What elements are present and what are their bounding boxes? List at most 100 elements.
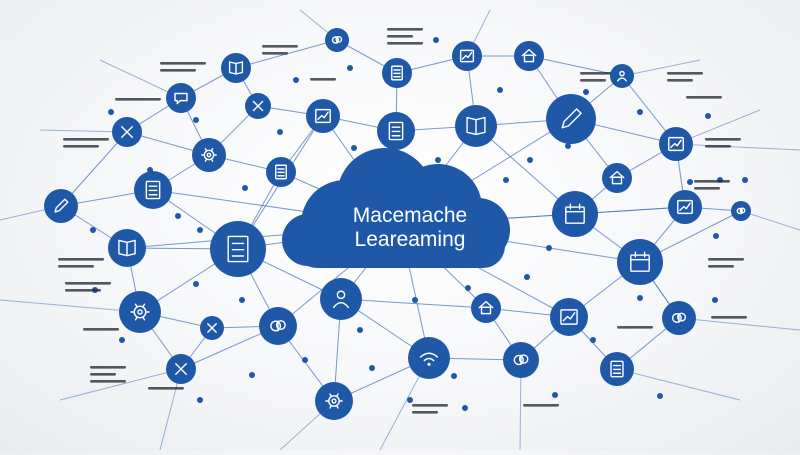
peripheral-edge	[616, 368, 741, 401]
network-dot	[175, 213, 181, 219]
network-node	[266, 157, 296, 187]
network-dot	[462, 405, 468, 411]
node-circle	[602, 163, 632, 193]
network-node	[325, 28, 349, 52]
network-node	[108, 229, 146, 267]
caption-layer	[58, 28, 747, 414]
network-dot	[197, 227, 203, 233]
wifi-icon	[419, 352, 439, 366]
network-dot	[193, 117, 199, 123]
caption-text-bar	[686, 96, 722, 99]
network-dot	[590, 337, 596, 343]
network-dot	[293, 77, 299, 83]
caption-text-bar	[708, 258, 744, 261]
network-dot	[249, 372, 255, 378]
network-node	[455, 105, 497, 147]
tools-icon	[207, 323, 217, 333]
caption-text-bar	[310, 78, 336, 81]
network-dot	[119, 337, 125, 343]
document-icon	[391, 65, 403, 81]
network-node	[668, 190, 702, 224]
network-dot	[637, 109, 643, 115]
network-node	[408, 337, 450, 379]
caption-text-bar	[160, 62, 206, 65]
network-node	[306, 99, 340, 133]
brain-icon	[671, 312, 687, 323]
network-node	[315, 382, 353, 420]
network-dot	[637, 295, 643, 301]
brain-icon	[270, 320, 286, 332]
chart-icon	[560, 309, 578, 325]
caption-text-bar	[262, 52, 288, 55]
caption-text-bar	[523, 404, 559, 407]
node-circle	[552, 191, 598, 237]
network-dot	[713, 233, 719, 239]
network-node	[320, 278, 362, 320]
caption-text-bar	[667, 72, 703, 75]
caption-text-bar	[90, 366, 126, 369]
node-circle	[44, 189, 78, 223]
network-node	[617, 239, 663, 285]
node-circle	[119, 291, 161, 333]
document-icon	[145, 180, 161, 200]
settings-icon	[201, 148, 217, 162]
settings-icon	[325, 393, 343, 409]
chart-icon	[677, 199, 693, 215]
caption-text-bar	[705, 138, 741, 141]
caption-text-bar	[65, 282, 111, 285]
network-dot	[193, 281, 199, 287]
caption-text-bar	[694, 187, 720, 190]
peripheral-edge	[0, 299, 141, 313]
node-layer	[44, 28, 751, 420]
network-dot	[239, 297, 245, 303]
network-node	[546, 94, 596, 144]
central-cloud: Macemache Leareaming	[282, 148, 510, 268]
tools-icon	[121, 126, 133, 138]
network-node	[44, 189, 78, 223]
network-node	[382, 58, 412, 88]
node-circle	[192, 138, 226, 172]
peripheral-edge	[675, 143, 800, 151]
network-node	[134, 171, 172, 209]
network-node	[259, 307, 297, 345]
document-icon	[227, 235, 249, 263]
peripheral-edge	[59, 368, 182, 401]
caption-text-bar	[708, 265, 734, 268]
node-circle	[546, 94, 596, 144]
tools-icon	[252, 100, 264, 112]
network-dot	[108, 109, 114, 115]
brain-icon	[736, 207, 746, 215]
network-node	[245, 93, 271, 119]
caption-text-bar	[667, 79, 693, 82]
network-dot	[657, 393, 663, 399]
network-dot	[351, 145, 357, 151]
caption-text-bar	[63, 138, 109, 141]
network-dot	[712, 297, 718, 303]
network-dot	[546, 245, 552, 251]
network-node	[200, 316, 224, 340]
caption-text-bar	[90, 373, 116, 376]
network-node	[610, 64, 634, 88]
network-node	[514, 41, 544, 71]
caption-text-bar	[705, 145, 731, 148]
network-dot	[742, 177, 748, 183]
house-icon	[609, 170, 625, 185]
network-dot	[583, 89, 589, 95]
caption-text-bar	[58, 265, 94, 268]
network-dot	[433, 37, 439, 43]
peripheral-edge	[621, 59, 701, 77]
network-dot	[412, 297, 418, 303]
caption-text-bar	[580, 79, 606, 82]
network-dot	[527, 157, 533, 163]
peripheral-edge	[740, 210, 800, 231]
network-node	[659, 127, 693, 161]
network-dot	[90, 227, 96, 233]
cloud-title-line-1: Macemache	[353, 204, 467, 227]
caption-text-bar	[115, 98, 161, 101]
book-icon	[118, 239, 136, 257]
caption-text-bar	[387, 35, 413, 38]
network-node	[452, 41, 482, 71]
network-dot	[347, 65, 353, 71]
